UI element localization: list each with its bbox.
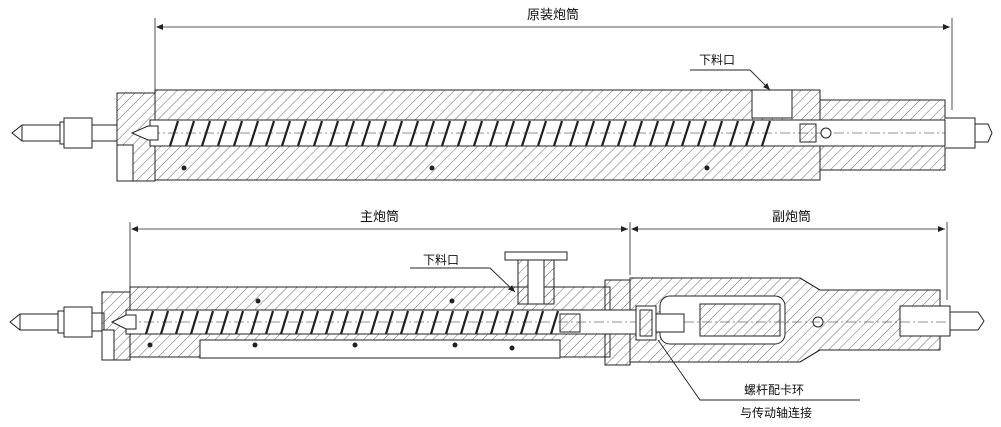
modified-barrel-drawing xyxy=(9,222,985,366)
drive-shaft-connection-label: 与传动轴连接 xyxy=(740,406,813,420)
secondary-barrel-label: 副炮筒 xyxy=(772,210,812,225)
screw-clamp-ring-label: 螺杆配卡环 xyxy=(744,383,805,397)
feed-port-label-bottom: 下料口 xyxy=(423,253,460,267)
original-barrel-label: 原装炮筒 xyxy=(527,8,580,23)
original-barrel-drawing xyxy=(11,18,993,182)
main-barrel-label: 主炮筒 xyxy=(360,210,400,225)
feed-port-label-top: 下料口 xyxy=(699,53,736,67)
